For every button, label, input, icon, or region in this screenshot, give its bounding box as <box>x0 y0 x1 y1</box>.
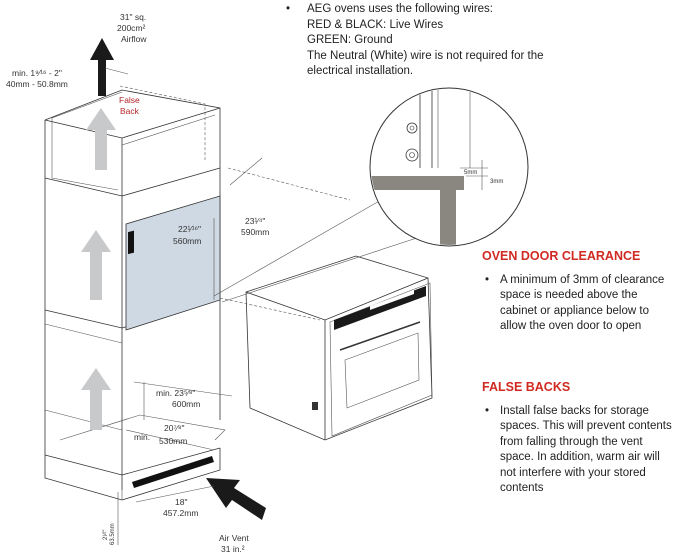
depth-metric: 600mm <box>172 399 200 409</box>
door-clearance-line: A minimum of 3mm of clearance <box>500 273 665 286</box>
wiring-line-3: The Neutral (White) wire is not required… <box>307 49 544 62</box>
depth-imperial: min. 23⁵⁄⁸" <box>156 388 195 398</box>
cavity-height-metric: 590mm <box>241 227 269 237</box>
min-gap-imperial-label: min. 1⁹⁄¹⁶ - 2" <box>12 68 62 78</box>
cavity-width-metric: 560mm <box>173 236 201 246</box>
vent-width-imperial: 18" <box>175 497 187 507</box>
door-clearance-line: allow the oven door to open <box>500 320 642 332</box>
airflow-grey-arrow-mid <box>81 230 111 300</box>
air-vent-label: Air Vent <box>219 533 249 543</box>
min-gap-metric-label: 40mm - 50.8mm <box>6 79 68 89</box>
door-clearance-line: space is needed above the <box>500 289 638 301</box>
wiring-line-2: GREEN: Ground <box>307 34 393 46</box>
cavity-height-imperial: 23¹⁄⁴" <box>245 216 265 226</box>
oven-handle <box>339 321 421 351</box>
false-backs-line: not interfere with your stored <box>500 466 646 479</box>
airflow-label: Airflow <box>121 34 147 44</box>
false-backs-line: spaces. This will prevent contents <box>500 420 672 432</box>
air-vent-size-label: 31 in.² <box>221 544 245 554</box>
wiring-line-1: RED & BLACK: Live Wires <box>307 18 444 31</box>
wiring-note: • AEG ovens uses the following wires: RE… <box>286 2 586 80</box>
false-back-label-1: False <box>119 95 140 105</box>
false-back-label-2: Back <box>120 106 140 116</box>
wiring-intro: AEG ovens uses the following wires: <box>307 3 494 15</box>
door-clearance-text: • A minimum of 3mm of clearance space is… <box>482 273 700 335</box>
detail-5mm-label: 5mm <box>464 170 477 176</box>
bullet-icon: • <box>485 404 490 417</box>
false-backs-line: Install false backs for storage <box>500 404 649 417</box>
plinth-vent <box>132 456 214 488</box>
cavity-width-imperial: 22¹⁄¹⁶" <box>178 224 201 234</box>
false-backs-line: space. In addition, warm air will <box>500 451 660 463</box>
air-vent-arrow <box>206 478 266 520</box>
inner-depth-imperial: 20⁷⁄⁸" <box>164 423 185 433</box>
countertop-section <box>371 176 464 190</box>
airflow-grey-arrow-low <box>81 368 111 430</box>
diagram-labels: 31" sq. 200cm² Airflow min. 1⁹⁄¹⁶ - 2" 4… <box>6 12 503 554</box>
inner-depth-min: min. <box>134 432 150 442</box>
airflow-area-label: 200cm² <box>117 23 146 33</box>
false-backs-line: contents <box>500 482 544 494</box>
detail-3mm-label: 3mm <box>490 179 503 185</box>
bullet-icon: • <box>286 3 291 15</box>
door-clearance-line: cabinet or appliance below to <box>500 304 649 317</box>
door-clearance-heading: OVEN DOOR CLEARANCE <box>482 249 641 263</box>
false-backs-section: FALSE BACKS • Install false backs for st… <box>482 380 700 497</box>
dimension-lines <box>104 67 436 545</box>
oven-cavity-panel <box>125 195 221 331</box>
airflow-up-arrow <box>90 38 114 96</box>
airflow-grey-arrow-top <box>86 108 116 170</box>
bullet-icon: • <box>485 273 490 286</box>
inner-depth-metric: 530mm <box>159 436 187 446</box>
plinth-height-imperial: 2¹⁄²" <box>103 530 109 540</box>
plinth-height-metric: 63.5mm <box>110 523 116 545</box>
cavity-vent-slot <box>128 230 134 255</box>
false-backs-heading: FALSE BACKS <box>482 380 571 394</box>
detail-callout <box>369 87 529 247</box>
false-backs-text: • Install false backs for storage spaces… <box>482 404 700 497</box>
airflow-size-label: 31" sq. <box>120 12 146 22</box>
cabinet-side-section <box>440 190 456 245</box>
vent-width-metric: 457.2mm <box>163 508 198 518</box>
cabinet <box>44 85 226 501</box>
control-panel-inner <box>370 290 414 310</box>
wiring-line-4: electrical installation. <box>307 65 414 77</box>
false-backs-line: from falling through the vent <box>500 435 643 448</box>
oven <box>245 255 433 441</box>
door-clearance-section: OVEN DOOR CLEARANCE • A minimum of 3mm o… <box>482 249 700 335</box>
